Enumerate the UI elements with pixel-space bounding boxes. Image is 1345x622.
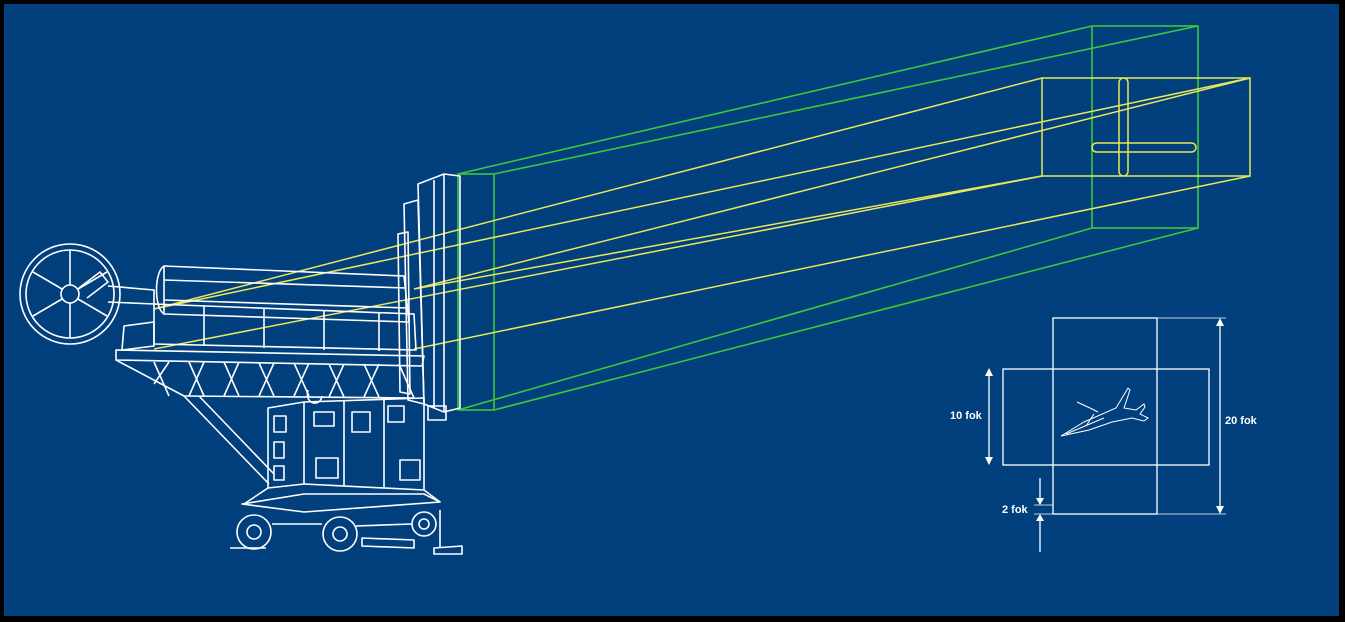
wide-beam-far-face bbox=[1091, 25, 1199, 229]
outer-height-label: 20 fok bbox=[1225, 415, 1258, 427]
vertical-fan-beam bbox=[1118, 77, 1129, 177]
cable-reel bbox=[19, 243, 155, 345]
narrow-beam-far-face bbox=[1041, 77, 1251, 177]
radar-vehicle bbox=[19, 173, 463, 555]
narrow-beam bbox=[153, 77, 1251, 350]
horizontal-fan-beam bbox=[1091, 142, 1197, 153]
inner-coverage-rect bbox=[1002, 368, 1210, 466]
vehicle-body bbox=[267, 389, 425, 491]
diagram-canvas: 10 fok 20 fok 2 fok bbox=[4, 4, 1339, 616]
antenna-panel bbox=[397, 173, 461, 421]
coverage-dimension-diagram bbox=[985, 317, 1226, 552]
wide-beam-source-face bbox=[457, 173, 495, 411]
offset-label: 2 fok bbox=[1002, 504, 1029, 516]
outrigger-wheel bbox=[411, 511, 437, 537]
inner-height-label: 10 fok bbox=[950, 410, 983, 422]
wide-beam bbox=[457, 25, 1199, 411]
chassis bbox=[230, 487, 463, 555]
jet-aircraft-icon bbox=[1060, 387, 1149, 437]
outer-coverage-rect bbox=[1052, 317, 1158, 515]
front-wheel bbox=[236, 514, 272, 550]
rear-wheel bbox=[322, 516, 358, 552]
truss-platform bbox=[115, 349, 425, 485]
